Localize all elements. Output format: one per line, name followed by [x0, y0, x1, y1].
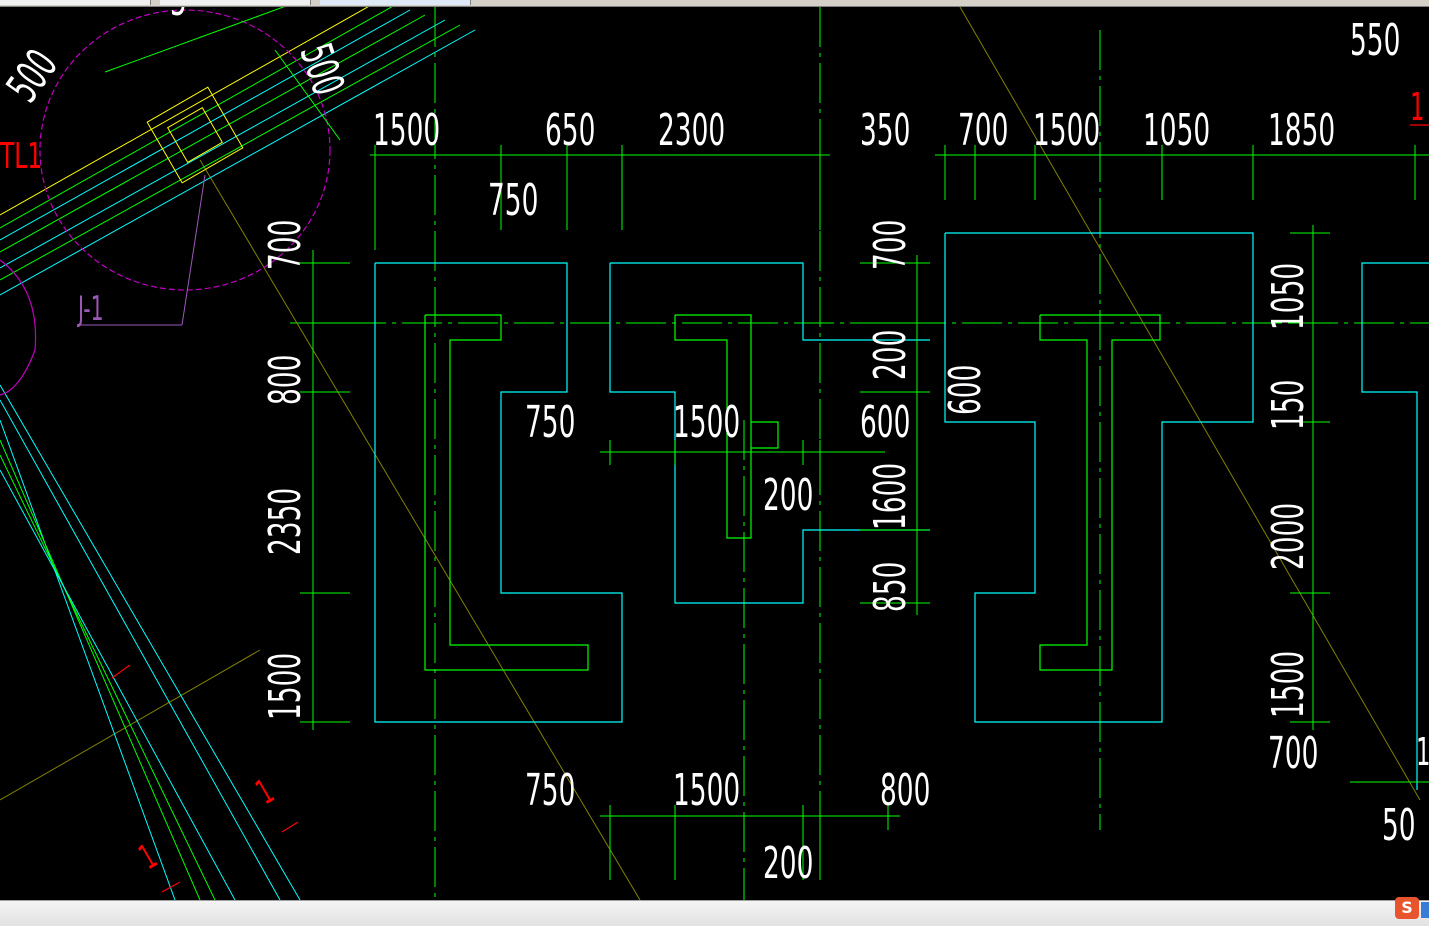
wall-outline-right: [944, 232, 1254, 723]
label-j1: J-1: [77, 288, 104, 328]
dimension-line-mid-horizontal: [600, 440, 885, 465]
dim-mid-600-vertical: 600: [939, 365, 991, 415]
wall-outline-middle: [609, 262, 930, 604]
toolbar-tab[interactable]: [0, 0, 151, 5]
dim-cloud-5: 5: [170, 7, 187, 26]
dim-right-2000: 2000: [1262, 503, 1314, 570]
dim-corner-550: 550: [1350, 14, 1400, 66]
wall-core-left: [424, 314, 589, 671]
dim-top-1500-b: 1500: [1033, 104, 1100, 156]
dim-top-1050: 1050: [1143, 104, 1210, 156]
dim-right-700: 700: [1268, 727, 1318, 779]
dim-bottom-800: 800: [880, 764, 930, 816]
dimension-line-middle: [860, 255, 930, 615]
toolbar-tab[interactable]: [160, 0, 311, 5]
dim-top-750: 750: [488, 174, 538, 226]
dim-midcol-850: 850: [864, 562, 916, 612]
dimension-line-bottom: [600, 805, 900, 880]
label-text: TL1 J-1 1 1 1 1: [0, 86, 1429, 877]
wall-outline-left: [374, 262, 623, 723]
dim-top-700: 700: [958, 104, 1008, 156]
pipeline-band-bottom: [0, 384, 301, 900]
dimension-line-left: [300, 250, 350, 730]
wall-outline-far-right: [1361, 262, 1429, 790]
dim-bottom-1500: 1500: [673, 764, 740, 816]
column-marker: [104, 7, 341, 184]
dimension-line-right: [1290, 225, 1429, 783]
dimension-text: 1500 650 2300 350 700 1500 1050 1850 750…: [0, 7, 1416, 889]
dim-top-350: 350: [860, 104, 910, 156]
label-tl1: TL1: [0, 136, 42, 178]
wall-core-middle: [674, 314, 779, 539]
dim-mid-750: 750: [525, 396, 575, 448]
dim-right-150: 150: [1262, 380, 1314, 430]
wall-core-right: [1039, 314, 1161, 671]
section-label: 1: [1416, 731, 1429, 775]
status-bar: [0, 900, 1429, 926]
dim-midcol-700: 700: [864, 220, 916, 270]
dim-left-2350: 2350: [259, 488, 311, 555]
ime-toolbar-icon[interactable]: [1421, 902, 1429, 918]
dim-midcol-200: 200: [864, 330, 916, 380]
dim-cloud-500: 500: [0, 40, 68, 111]
toolbar-tab[interactable]: [320, 0, 471, 5]
dim-mid-1500: 1500: [673, 396, 740, 448]
dim-top-1500: 1500: [373, 104, 440, 156]
dim-right-1500: 1500: [1262, 651, 1314, 718]
j1-leader: [78, 174, 206, 326]
cad-drawing-canvas[interactable]: TL1 J-1 1 1 1 1 1500 650 2300 350 700 15…: [0, 7, 1429, 900]
dim-mid-200: 200: [763, 469, 813, 521]
dim-top-650: 650: [545, 104, 595, 156]
dim-top-1850: 1850: [1268, 104, 1335, 156]
dim-left-1500: 1500: [259, 653, 311, 720]
dim-left-700: 700: [259, 220, 311, 270]
section-label: 1: [1410, 86, 1425, 130]
pipeline-band-top: [0, 7, 476, 296]
dim-bottom-750: 750: [525, 764, 575, 816]
revision-cloud: [0, 9, 331, 396]
dim-right-50: 50: [1382, 799, 1416, 851]
dimension-line-top: [370, 145, 1429, 250]
top-toolbar-strip: [0, 0, 1429, 7]
dim-midcol-1600: 1600: [864, 463, 916, 530]
dim-left-800: 800: [259, 355, 311, 405]
dim-bottom-200: 200: [763, 837, 813, 889]
dim-right-1050: 1050: [1262, 263, 1314, 330]
section-label: 1: [249, 771, 280, 812]
dim-mid-600: 600: [860, 396, 910, 448]
axis-lines: [290, 7, 1429, 900]
section-marker-lines: [111, 124, 1429, 893]
dim-top-2300: 2300: [658, 104, 725, 156]
ime-input-method-icon[interactable]: S: [1395, 897, 1419, 919]
